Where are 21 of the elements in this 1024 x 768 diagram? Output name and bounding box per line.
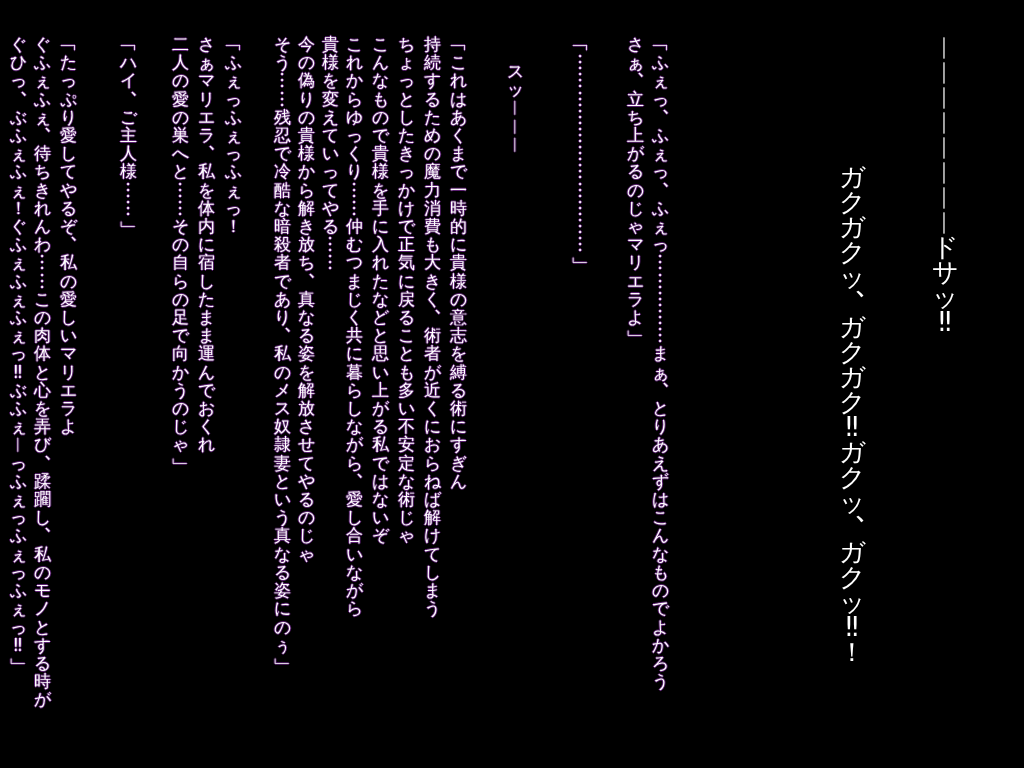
dialogue-line: ﹁ふぇっ︑ふぇっ︑ふぇっ︙︙︙︙︙まぁ︑とりあえずはこんなものでよかろう [651, 35, 669, 691]
dialogue-line: 貴様を変えていってやる︙︙ [321, 35, 339, 272]
dialogue-line: ﹁ハイ︑ご主人様︙︙﹂ [119, 35, 137, 236]
dialogue-line: ぐふぇふぇ︑待ちきれんわ︙︙この肉体と心を弄び︑蹂躙し︑私のモノとする時が [33, 35, 51, 709]
dialogue-line: ぐひっ︑ぶふぇふぇ！ぐふぇふぇふぇっ‼ぶふぇ︱っふぇっふぇっふぇっ‼﹂ [9, 35, 27, 673]
dialogue-line: 二人の愛の巣へと︙︙その自らの足で向かうのじゃ﹂ [171, 35, 189, 472]
dialogue-line: スッ︱︱︱ [506, 62, 524, 153]
dialogue-line: そう︙︙残忍で冷酷な暗殺者であり︑私のメス奴隷妻という真なる姿にのぅ﹂ [273, 35, 291, 673]
dialogue-line: ﹁これはあくまで一時的に貴様の意志を縛る術にすぎん [449, 35, 467, 491]
dialogue-line: こんなもので貴様を手に入れたなどと思い上がる私ではないぞ [371, 35, 389, 545]
sound-effect-text: ︱︱︱︱︱︱︱︱ドサッ‼ [932, 35, 958, 335]
dialogue-line: ﹁ふぇっふぇっふぇっ！ [224, 35, 242, 236]
dialogue-line: 今の偽りの貴様から解き放ち︑真なる姿を解放させてやるのじゃ [297, 35, 315, 563]
dialogue-line: ちょっとしたきっかけで正気に戻ることも多い不安定な術じゃ [397, 35, 415, 545]
dialogue-line: これからゆっくり︙︙仲むつまじく共に暮らしながら︑愛し合いながら [345, 35, 363, 618]
dialogue-line: さぁ︑立ち上がるのじゃマリエラよ﹂ [626, 35, 644, 345]
dialogue-line: ﹁たっぷり愛してやるぞ︑私の愛しいマリエラよ [59, 35, 77, 436]
dialogue-line: さぁマリエラ︑私を体内に宿したまま運んでおくれ [197, 35, 215, 454]
dialogue-line: 持続するための魔力消費も大きく︑術者が近くにおらねば解けてしまう [423, 35, 441, 618]
dialogue-line: ﹁︙︙︙︙︙︙︙︙︙︙︙﹂ [571, 35, 589, 272]
sound-effect-text: ガクガクッ︑ガクガク‼ガクッ︑ガクッ‼！ [839, 165, 865, 665]
